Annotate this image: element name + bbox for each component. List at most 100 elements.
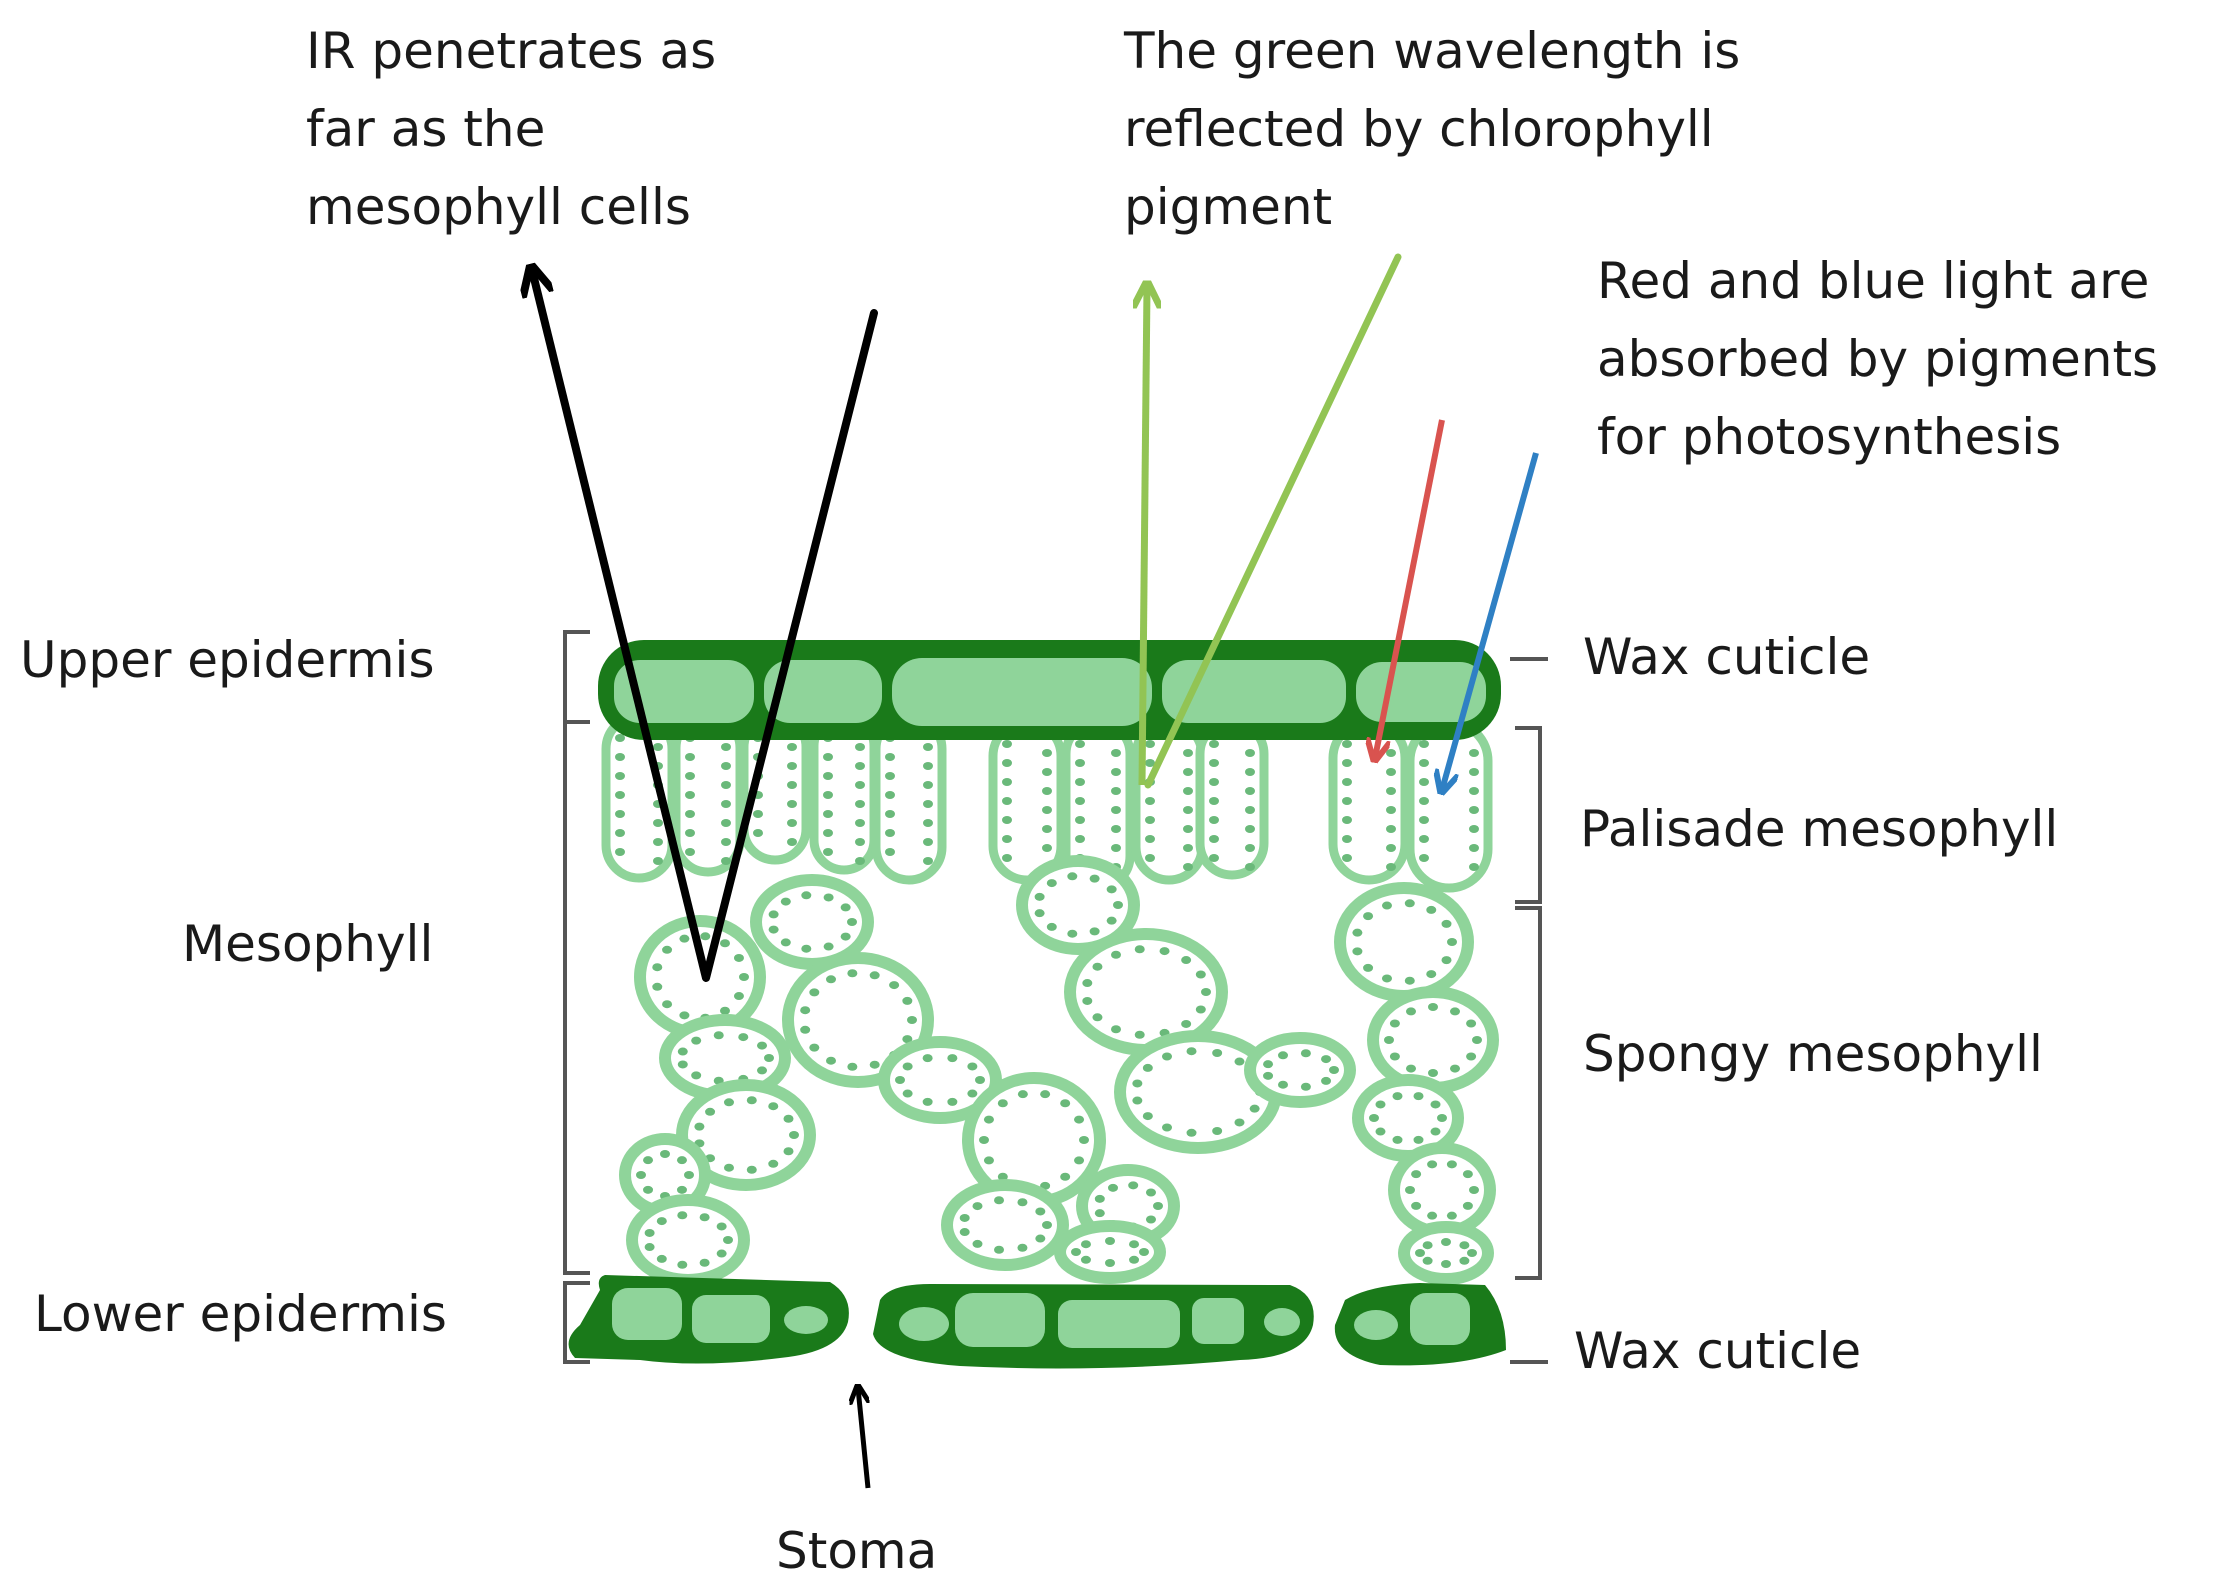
chloroplast [1017, 1090, 1028, 1099]
chloroplast [1212, 1049, 1223, 1058]
chloroplast [1430, 1100, 1441, 1109]
chloroplast [1404, 899, 1415, 908]
chloroplast [1129, 1255, 1140, 1264]
chloroplast [1389, 1019, 1400, 1028]
chloroplast [1300, 1082, 1311, 1091]
chloroplast [1419, 797, 1429, 805]
label-mesophyll: Mesophyll [182, 915, 434, 973]
chloroplast [699, 1258, 710, 1267]
chloroplast [1181, 956, 1192, 965]
chloroplast [1145, 835, 1155, 843]
chloroplast [1145, 816, 1155, 824]
chloroplast [653, 857, 663, 865]
chloroplast [1128, 1181, 1139, 1190]
chloroplast [768, 1102, 779, 1111]
chloroplast [780, 938, 791, 947]
chloroplast [1145, 740, 1155, 748]
chloroplast [959, 1228, 970, 1237]
chloroplast [1426, 905, 1437, 914]
chloroplast [847, 918, 857, 926]
chloroplast [1386, 787, 1396, 795]
bracket-mesophyll [563, 720, 590, 1275]
chloroplast [869, 1060, 880, 1069]
chloroplast [716, 1222, 727, 1231]
chloroplast [738, 1033, 749, 1042]
chloroplast [1145, 854, 1155, 862]
chloroplast [1106, 885, 1117, 894]
chloroplast [1462, 1201, 1473, 1210]
chloroplast [1428, 1069, 1438, 1077]
chloroplast [685, 829, 695, 837]
chloroplast [768, 910, 779, 919]
chloroplast [840, 903, 851, 912]
label-palisade-mesophyll: Palisade mesophyll [1580, 800, 2059, 858]
chloroplast [1467, 1249, 1477, 1257]
chloroplast [1300, 1049, 1311, 1058]
chloroplast [1450, 1064, 1460, 1073]
chloroplast [1183, 806, 1193, 814]
chloroplast [764, 1054, 774, 1062]
chloroplast [923, 819, 933, 827]
chloroplast [1419, 854, 1429, 862]
chloroplast [1469, 844, 1479, 852]
chloroplast [656, 1217, 667, 1226]
chloroplast [1017, 1243, 1028, 1252]
chloroplast [1105, 1259, 1115, 1267]
chloroplast [923, 762, 933, 770]
chloroplast [975, 1076, 985, 1084]
chloroplast [885, 810, 895, 818]
chloroplast [1183, 768, 1193, 776]
chloroplast [1466, 1019, 1477, 1028]
stoma-arrow [858, 1388, 871, 1489]
chloroplast [902, 1089, 913, 1098]
chloroplast [1017, 1198, 1028, 1207]
chloroplast [723, 1236, 733, 1244]
chloroplast [1459, 1241, 1470, 1250]
chloroplast [721, 819, 731, 827]
chloroplast [1363, 912, 1374, 921]
chloroplast [1437, 1114, 1447, 1122]
chloroplast [1060, 1172, 1071, 1181]
chloroplast [1042, 806, 1052, 814]
chloroplast [719, 1006, 730, 1015]
chloroplast [1046, 922, 1057, 931]
chloroplast [923, 781, 933, 789]
chloroplast [1386, 844, 1396, 852]
chloroplast [615, 810, 625, 818]
chloroplast [1245, 806, 1255, 814]
chloroplast [1111, 768, 1121, 776]
label-upper-epidermis: Upper epidermis [20, 631, 435, 689]
chloroplast [1071, 1248, 1081, 1256]
chloroplast [653, 819, 663, 827]
chloroplast [972, 1202, 983, 1211]
chloroplast [1386, 825, 1396, 833]
ir-annotation-line-1: IR penetrates as [306, 22, 717, 80]
chloroplast [1415, 1249, 1425, 1257]
bracket-palisade [1515, 726, 1542, 904]
chloroplast [1082, 979, 1093, 988]
chloroplast [1212, 1126, 1223, 1135]
chloroplast [1195, 970, 1206, 979]
spongy-cell [1388, 1142, 1496, 1238]
chloroplast [840, 932, 851, 941]
chloroplast [1132, 1079, 1143, 1088]
chloroplast [1450, 1007, 1460, 1016]
chloroplast [902, 1062, 913, 1071]
label-wax-cuticle-bottom: Wax cuticle [1574, 1322, 1862, 1380]
chloroplast [885, 772, 895, 780]
ir-annotation: IR penetrates as far as the mesophyll ce… [306, 12, 716, 246]
chloroplast [723, 1163, 734, 1172]
chloroplast [1342, 835, 1352, 843]
chloroplast [783, 1114, 794, 1123]
chloroplast [801, 891, 812, 900]
chloroplast [1181, 1019, 1192, 1028]
chloroplast [1209, 740, 1219, 748]
chloroplast [1153, 1202, 1163, 1210]
chloroplast [1159, 947, 1170, 956]
chloroplast [1411, 1170, 1422, 1179]
chloroplast [1342, 778, 1352, 786]
chloroplast [1074, 1115, 1085, 1124]
chloroplast [1405, 1186, 1415, 1194]
chloroplast [1162, 1123, 1172, 1132]
chloroplast [809, 988, 820, 997]
